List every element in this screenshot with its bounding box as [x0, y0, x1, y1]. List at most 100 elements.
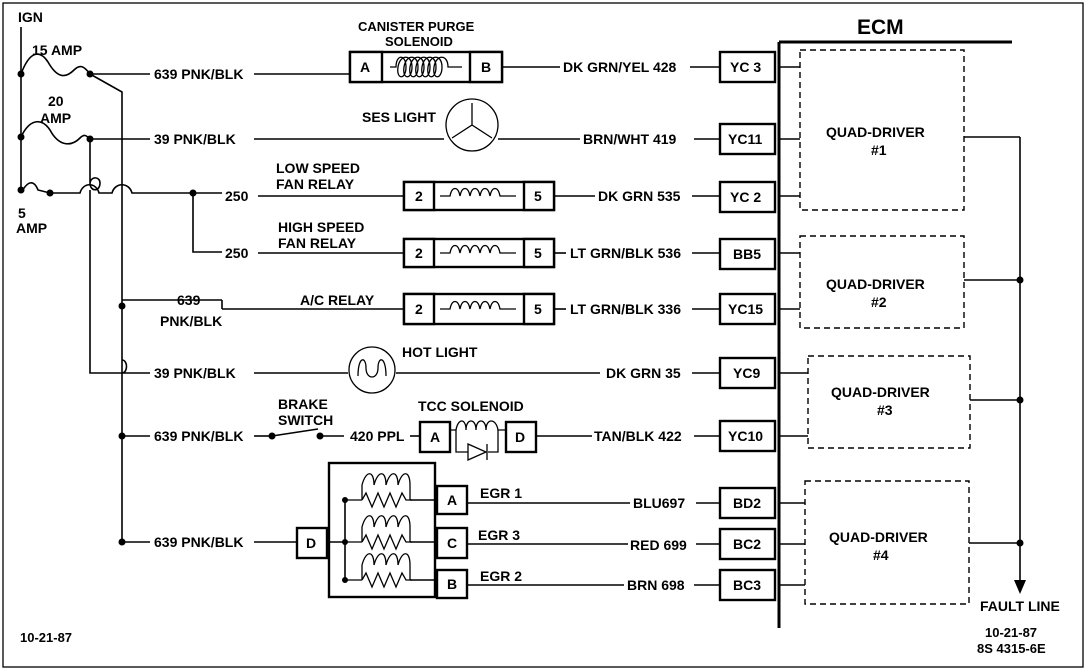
ecm-internal-wires-qd2: [779, 252, 800, 310]
egr-3-element: [345, 515, 437, 551]
canister-title-1: CANISTER PURGE: [358, 19, 475, 34]
hot-lamp-filament: [357, 359, 387, 378]
tcc-in-wire: 639 PNK/BLK: [154, 428, 243, 444]
wire-39-hot: [89, 190, 150, 374]
quad-driver-4-label: QUAD-DRIVER: [829, 529, 928, 545]
ecm-label: ECM: [857, 16, 904, 39]
brake-label-2: SWITCH: [278, 412, 333, 428]
feed-639-bus: [89, 73, 123, 542]
terminal-yc9: [718, 356, 777, 390]
egr-pin-b-box: [435, 568, 469, 600]
junction-dot: [118, 538, 126, 546]
high-fan-label-1: HIGH SPEED: [278, 219, 364, 235]
ac-in-wire-2: PNK/BLK: [160, 313, 222, 329]
ecm-internal-wires-qd3: [779, 372, 808, 437]
terminal-bd2-label: BD2: [733, 495, 761, 511]
brake-label-1: BRAKE: [278, 396, 328, 412]
canister-pin-a-box: [348, 50, 384, 84]
tcc-diode: [467, 442, 488, 462]
low-fan-pin-5-box: [522, 180, 556, 212]
fuse-5-label-b: AMP: [16, 220, 47, 236]
date-left: 10-21-87: [20, 630, 72, 645]
egr-solenoid-block: [327, 461, 437, 599]
canister-out-wire: DK GRN/YEL 428: [563, 59, 677, 75]
ac-pin-2-box: [402, 292, 436, 326]
junction-dot: [1016, 276, 1024, 284]
tcc-mid-wire: 420 PPL: [350, 428, 405, 444]
canister-pin-b: B: [481, 59, 491, 75]
terminal-yc2: [718, 180, 777, 214]
terminal-bb5-label: BB5: [733, 246, 761, 262]
egr-pin-a-box: [435, 484, 469, 516]
quad-driver-1-num: #1: [871, 142, 887, 158]
wire-39-down-a: [89, 139, 101, 191]
terminal-yc11-label: YC11: [728, 131, 762, 147]
tcc-diode-leads: [455, 430, 499, 453]
terminal-yc11: [718, 122, 777, 156]
terminal-bc2: [718, 527, 777, 561]
low-fan-out-wire: DK GRN 535: [598, 188, 681, 204]
egr-pin-c: C: [447, 535, 457, 551]
fuse-20-label-b: AMP: [40, 110, 71, 126]
egr-2-wire: BRN 698: [627, 577, 685, 593]
quad-driver-2-box: [799, 235, 965, 329]
terminal-yc15-label: YC15: [728, 301, 763, 317]
canister-in-wire: 639 PNK/BLK: [154, 66, 243, 82]
canister-pin-b-box: [468, 50, 504, 84]
high-fan-out-wire: LT GRN/BLK 536: [570, 245, 681, 261]
junction-dot: [86, 135, 94, 143]
high-fan-pin-5-box: [522, 237, 556, 269]
fuse-15: [20, 53, 91, 77]
low-fan-label-2: FAN RELAY: [276, 176, 355, 192]
terminal-yc10: [718, 419, 777, 453]
tcc-label: TCC SOLENOID: [418, 398, 524, 414]
ses-label: SES LIGHT: [362, 109, 436, 125]
ac-pin-2: 2: [415, 301, 423, 317]
ecm-internal-wires-qd1: [779, 66, 800, 197]
tcc-pin-a: A: [430, 429, 440, 445]
quad-driver-1-label: QUAD-DRIVER: [826, 124, 925, 140]
quad-driver-3-num: #3: [877, 402, 893, 418]
junction-dot: [17, 70, 25, 78]
ecm-internal-wires-qd4: [779, 502, 805, 586]
low-fan-pin-2: 2: [415, 188, 423, 204]
canister-title-2: SOLENOID: [385, 34, 453, 49]
terminal-bc3-label: BC3: [733, 577, 761, 593]
ses-out-wire: BRN/WHT 419: [583, 131, 677, 147]
junction-dot: [46, 189, 54, 197]
ses-in-wire: 39 PNK/BLK: [154, 131, 236, 147]
terminal-bc2-label: BC2: [733, 536, 761, 552]
ses-lamp: [445, 98, 499, 152]
fuse-20-label-a: 20: [48, 93, 64, 109]
hot-lamp: [348, 346, 396, 394]
fault-line-arrow: [1014, 580, 1026, 594]
junction-dot: [1016, 396, 1024, 404]
terminal-yc3-label: YC 3: [730, 59, 761, 75]
high-fan-label-2: FAN RELAY: [278, 235, 357, 251]
terminal-yc15: [718, 292, 777, 326]
high-fan-coil: [440, 244, 516, 254]
quad-driver-1-box: [799, 49, 965, 211]
egr-1-label: EGR 1: [480, 485, 522, 501]
low-fan-coil: [440, 187, 516, 197]
quad-driver-4-num: #4: [873, 547, 889, 563]
tcc-pin-a-box: [418, 420, 452, 454]
terminal-yc2-label: YC 2: [730, 189, 761, 205]
terminal-yc3: [718, 50, 777, 84]
fuse-15-label: 15 AMP: [32, 42, 82, 58]
quad-driver-3-label: QUAD-DRIVER: [831, 384, 930, 400]
fuse-5-label-a: 5: [18, 205, 26, 221]
tcc-pin-d-box: [504, 420, 538, 454]
low-fan-in-wire: 250: [225, 188, 249, 204]
doc-code: 8S 4315-6E: [977, 641, 1046, 656]
junction-dot: [118, 302, 126, 310]
ac-coil: [440, 300, 516, 310]
fault-line-taps: [964, 136, 1020, 544]
hot-in-wire: 39 PNK/BLK: [154, 365, 236, 381]
egr-1-element: [345, 473, 437, 509]
junction-dot: [189, 189, 197, 197]
wire-250-high: [192, 193, 222, 253]
egr-pin-a: A: [447, 492, 457, 508]
ses-lamp-filament: [451, 103, 493, 139]
